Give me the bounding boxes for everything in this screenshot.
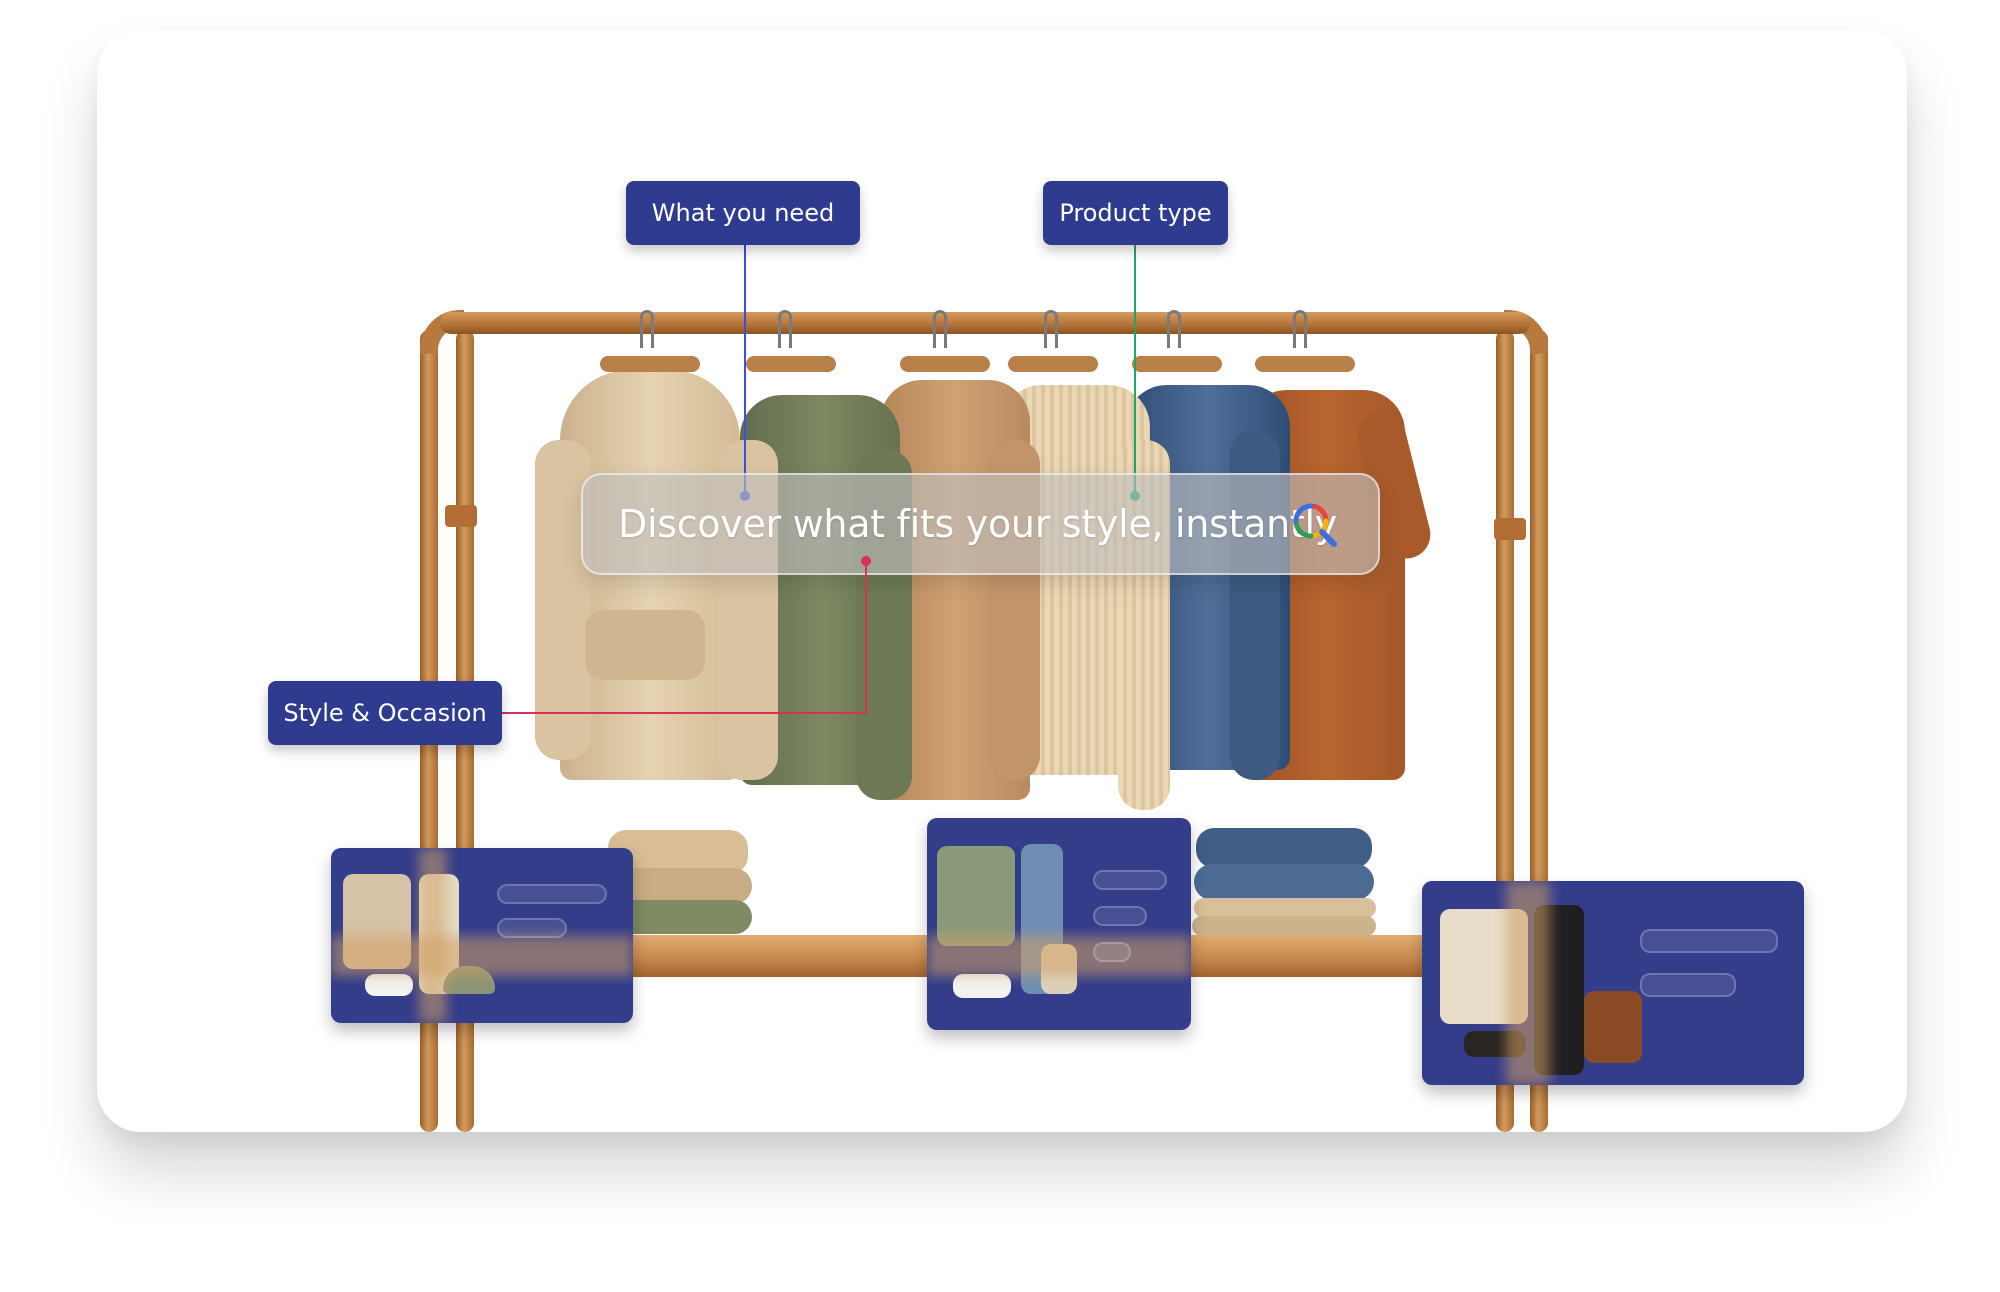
rack-blur-strip <box>927 936 1191 976</box>
connector-style-occasion-horizontal <box>497 712 867 714</box>
tag-product-type: Product type <box>1043 181 1228 245</box>
folded-denim-mid <box>1194 864 1374 900</box>
hanger <box>1008 356 1098 372</box>
search-bar[interactable] <box>581 473 1380 575</box>
rack-strap-left <box>445 505 477 527</box>
outfit-sneakers-image <box>953 974 1011 998</box>
tag-what-you-need: What you need <box>626 181 860 245</box>
outfit-placeholder-line <box>497 884 607 904</box>
connector-dot-style-occasion-top <box>861 556 871 566</box>
hanger <box>1132 356 1222 372</box>
outfit-sweatshirt-image <box>937 846 1015 946</box>
outfit-placeholder-line <box>1093 906 1147 926</box>
outfit-placeholder-line <box>1093 942 1131 962</box>
search-icon[interactable] <box>1290 500 1340 550</box>
search-input[interactable]: Discover what fits your style, instantly <box>618 502 1337 546</box>
rack-strap-right <box>1494 518 1526 540</box>
rack-blur-strip <box>1506 881 1550 1085</box>
hanger-hook <box>640 310 654 348</box>
connector-style-occasion-vertical <box>865 560 867 713</box>
outfit-card-casual[interactable] <box>927 818 1191 1030</box>
outfit-card-smart[interactable] <box>1422 881 1804 1085</box>
hanger-hook <box>1167 310 1181 348</box>
outfit-placeholder-line <box>1093 870 1167 890</box>
folded-tan-2 <box>1192 916 1376 936</box>
hanger-hook <box>1044 310 1058 348</box>
rack-blur-strip <box>419 848 447 1023</box>
garment-beige-hoodie-pocket <box>585 610 705 680</box>
hanger <box>1255 356 1355 372</box>
hanger-hook <box>933 310 947 348</box>
connector-product-type <box>1134 245 1136 495</box>
outfit-sneakers-image <box>365 974 413 996</box>
hanger-hook <box>778 310 792 348</box>
outfit-placeholder-line <box>497 918 567 938</box>
hanger <box>746 356 836 372</box>
outfit-placeholder-line <box>1640 973 1736 997</box>
outfit-placeholder-line <box>1640 929 1778 953</box>
hanger <box>600 356 700 372</box>
folded-tan-1 <box>1194 898 1376 918</box>
outfit-handbag-image <box>1584 991 1642 1063</box>
rack-top-rail <box>440 312 1530 334</box>
hanger-hook <box>1293 310 1307 348</box>
tag-style-occasion: Style & Occasion <box>268 681 502 745</box>
outfit-card-summer[interactable] <box>331 848 633 1023</box>
hanger <box>900 356 990 372</box>
folded-denim-top <box>1196 828 1372 868</box>
connector-what-you-need <box>744 245 746 495</box>
rack-blur-strip <box>331 936 633 976</box>
